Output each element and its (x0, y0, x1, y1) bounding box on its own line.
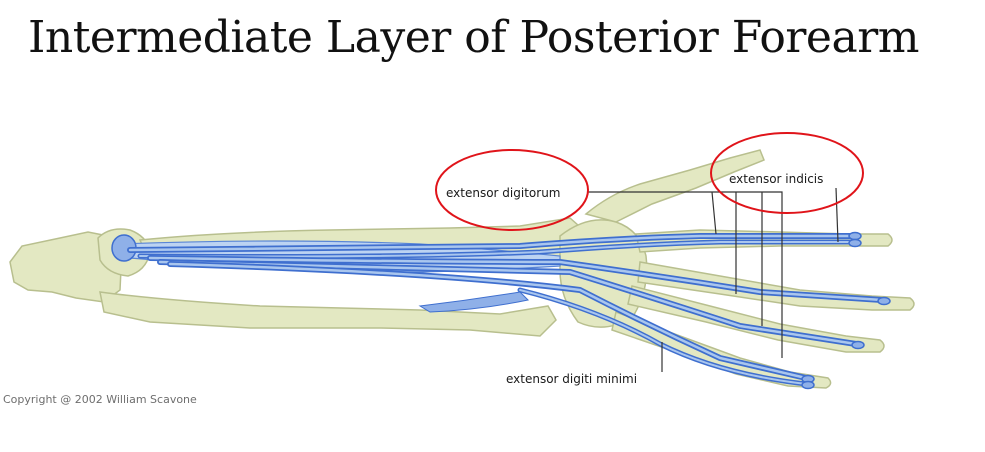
slide-title: Intermediate Layer of Posterior Forearm (28, 12, 919, 63)
thumb-bones (584, 149, 765, 223)
leader-digitorum (588, 191, 783, 358)
highlight-circle-indicis (710, 132, 864, 214)
label-extensor-digitorum: extensor digitorum (446, 186, 561, 200)
highlight-circles (435, 132, 864, 231)
label-extensor-indicis: extensor indicis (729, 172, 823, 186)
ulna (99, 291, 557, 337)
lower-muscle-belly (418, 291, 530, 313)
highlight-circle-digitorum (435, 149, 589, 231)
tendons (111, 231, 891, 390)
tendon-ring (157, 259, 859, 347)
leader-lines (588, 187, 839, 372)
tendon-insertions (801, 231, 891, 390)
tendon-index (127, 233, 855, 259)
tendon-middle (147, 255, 885, 303)
label-extensor-digiti-minimi: extensor digiti minimi (506, 372, 637, 386)
humerus-end (9, 231, 123, 303)
leader-indicis (835, 187, 839, 243)
tendon-little (167, 261, 809, 387)
copyright-notice: Copyright @ 2002 William Scavone (3, 393, 197, 406)
